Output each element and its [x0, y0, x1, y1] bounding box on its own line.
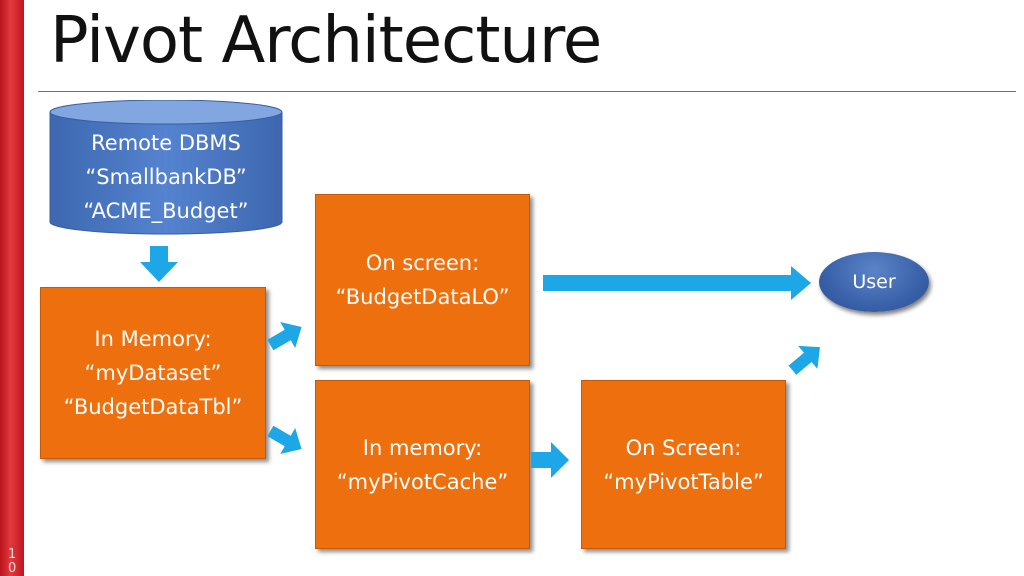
- node-label: On screen:: [365, 251, 480, 275]
- remote-dbms-node: Remote DBMS “SmallbankDB” “ACME_Budget”: [49, 100, 283, 236]
- on-screen-pivottable-node: On Screen: “myPivotTable”: [581, 380, 786, 549]
- node-label: In Memory:: [94, 327, 212, 351]
- in-memory-pivotcache-node: In memory: “myPivotCache”: [315, 380, 530, 549]
- db-line-1: Remote DBMS: [91, 131, 241, 155]
- on-screen-budgetdatalo-node: On screen: “BudgetDataLO”: [315, 194, 530, 366]
- sidebar-accent: [0, 0, 24, 576]
- node-label: “myPivotTable”: [603, 469, 764, 494]
- arrow-down-right-icon: [267, 425, 302, 454]
- arrow-down-icon: [140, 246, 178, 282]
- node-label: “BudgetDataLO”: [335, 285, 510, 309]
- arrow-up-right-icon: [267, 322, 302, 351]
- db-line-2: “SmallbankDB”: [85, 165, 247, 189]
- in-memory-dataset-node: In Memory: “myDataset” “BudgetDataTbl”: [40, 287, 266, 459]
- arrow-right-long-icon: [543, 266, 811, 300]
- title-divider: [38, 91, 1016, 92]
- db-line-3: “ACME_Budget”: [83, 199, 249, 223]
- node-label: On Screen:: [625, 435, 742, 460]
- node-label: “myDataset”: [84, 361, 222, 385]
- database-icon: [49, 100, 283, 235]
- user-node: User: [819, 252, 929, 312]
- page-title: Pivot Architecture: [50, 4, 602, 78]
- node-label: “myPivotCache”: [336, 469, 509, 494]
- node-label: “BudgetDataTbl”: [63, 395, 243, 419]
- node-label: In memory:: [362, 435, 483, 460]
- arrow-up-right-icon: [788, 345, 821, 375]
- slide-number: 10: [8, 547, 17, 576]
- arrow-right-icon: [531, 442, 569, 478]
